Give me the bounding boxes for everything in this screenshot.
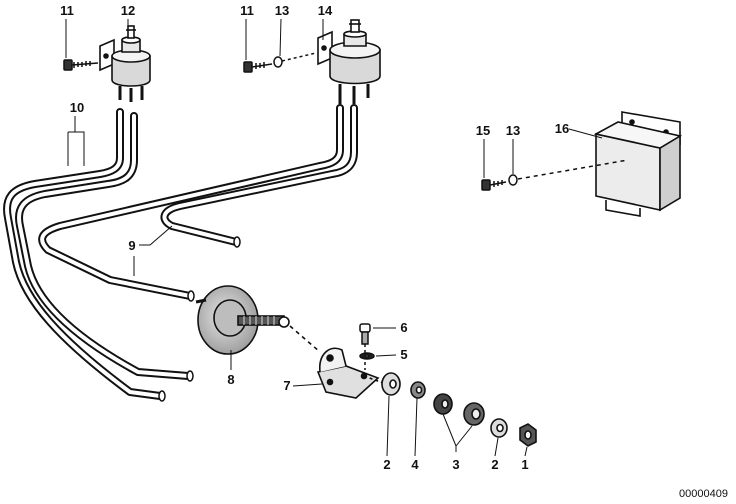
callout-2-right: 2 (491, 457, 499, 472)
callout-4: 4 (411, 457, 419, 472)
nut-part-4 (410, 381, 426, 399)
leader-lines (65, 18, 603, 457)
vacuum-valve-part-12 (99, 25, 151, 102)
callout-14: 14 (317, 3, 333, 18)
screw-part-11-right (243, 61, 273, 73)
callout-15: 15 (475, 123, 491, 138)
callout-16: 16 (554, 121, 570, 136)
washer-part-2-left (381, 372, 401, 396)
grommet-part-3-a (433, 393, 453, 415)
vacuum-hose-bundle (3, 108, 194, 402)
callout-1: 1 (521, 457, 529, 472)
screw-part-15 (481, 179, 507, 191)
grommet-part-3-b (463, 402, 485, 426)
vacuum-valve-part-14 (317, 19, 381, 104)
callout-3: 3 (452, 457, 460, 472)
callout-11-right: 11 (240, 3, 254, 18)
callout-7: 7 (283, 378, 291, 393)
callout-11-left: 11 (60, 3, 74, 18)
image-code: 00000409 (679, 488, 728, 500)
washer-part-5 (359, 352, 375, 360)
screw-part-11-left (63, 59, 99, 71)
washer-part-13-box (508, 159, 629, 186)
callout-12: 12 (120, 3, 136, 18)
washer-part-2-right (490, 418, 508, 438)
callout-2-left: 2 (383, 457, 391, 472)
bolt-part-6 (359, 323, 371, 370)
callout-5: 5 (400, 347, 408, 362)
callout-13-box: 13 (505, 123, 521, 138)
washer-part-13-top (273, 52, 317, 68)
bracket-part-7 (316, 347, 387, 399)
callout-6: 6 (400, 320, 408, 335)
control-box-part-16 (593, 111, 683, 217)
vacuum-diaphragm-part-8 (195, 285, 321, 355)
callout-13-top: 13 (274, 3, 290, 18)
nut-part-1 (519, 423, 537, 447)
callout-9: 9 (128, 238, 136, 253)
callout-8: 8 (227, 372, 235, 387)
vacuum-hose-set (38, 104, 358, 302)
callout-10: 10 (69, 100, 85, 115)
